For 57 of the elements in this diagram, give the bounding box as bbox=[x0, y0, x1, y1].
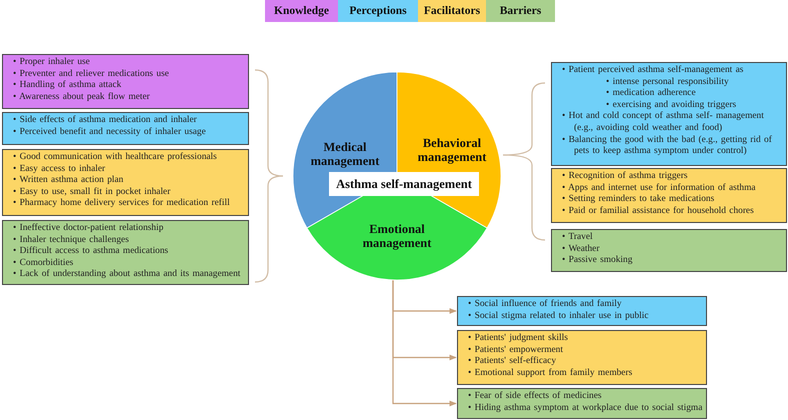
list-item: • Social stigma related to inhaler use in public bbox=[468, 310, 650, 322]
legend-label: Knowledge bbox=[274, 5, 329, 17]
list-item: • Patient perceived asthma self-management as bbox=[562, 65, 744, 77]
list-item: • Ineffective doctor-patient relationship bbox=[13, 223, 164, 235]
list-item: • Proper inhaler use bbox=[13, 57, 91, 69]
category-box bbox=[457, 296, 707, 326]
category-box bbox=[551, 168, 787, 223]
legend-label: Facilitators bbox=[424, 5, 480, 17]
list-item: • Patients' self-efficacy bbox=[468, 356, 558, 368]
list-item: • Lack of understanding about asthma and its management bbox=[13, 269, 242, 281]
list-item: • Weather bbox=[562, 244, 600, 256]
list-item: • Passive smoking bbox=[562, 255, 634, 267]
list-item: • Patients' judgment skills bbox=[468, 333, 569, 345]
list-item: • Awareness about peak flow meter bbox=[13, 92, 151, 104]
list-item: • Patients' empowerment bbox=[468, 344, 564, 356]
slice-label: Behavioral management bbox=[416, 136, 488, 164]
category-box bbox=[551, 229, 787, 272]
list-item: • medication adherence bbox=[606, 88, 697, 100]
node-label: Asthma self-management bbox=[336, 176, 472, 192]
list-item: • Pharmacy home delivery services for medication refill bbox=[13, 198, 231, 210]
list-item: • Handling of asthma attack bbox=[13, 80, 122, 92]
list-item: • Fear of side effects of medicines bbox=[468, 391, 603, 403]
category-box bbox=[2, 54, 249, 109]
category-box bbox=[2, 149, 249, 216]
slice-label: Emotional management bbox=[362, 222, 432, 250]
category-box bbox=[2, 112, 249, 145]
list-item: • Easy to use, small fit in pocket inhaler bbox=[13, 186, 172, 198]
list-item: • Perceived benefit and necessity of inhaler usage bbox=[13, 126, 207, 138]
list-item: • Side effects of asthma medication and inhaler bbox=[13, 115, 198, 127]
list-item: • Apps and internet use for information of asthma bbox=[562, 182, 757, 194]
list-item: • Emotional support from family members bbox=[468, 368, 634, 380]
category-box bbox=[2, 220, 249, 285]
list-item: • Setting reminders to take medications bbox=[562, 194, 716, 206]
list-item: • Balancing the good with the bad (e.g., getting rid of pets to keep asthma symptom under control) bbox=[562, 134, 773, 158]
category-box bbox=[551, 62, 787, 166]
center-box bbox=[329, 172, 479, 196]
category-box bbox=[457, 388, 707, 419]
list-item: • Recognition of asthma triggers bbox=[562, 171, 688, 183]
list-item: • Social influence of friends and family bbox=[468, 299, 623, 311]
list-item: • Travel bbox=[562, 232, 594, 244]
list-item: • Hiding asthma symptom at workplace due to social stigma bbox=[468, 402, 703, 414]
list-item: • Preventer and reliever medications use bbox=[13, 68, 170, 80]
slice-label: Medical management bbox=[310, 140, 380, 168]
list-item: • Good communication with healthcare professionals bbox=[13, 152, 218, 164]
arrow bbox=[392, 280, 457, 406]
list-item: • Hot and cold concept of asthma self- management (e.g., avoiding cold weather and food) bbox=[562, 111, 765, 135]
legend-label: Perceptions bbox=[349, 5, 407, 17]
list-item: • Difficult access to asthma medications bbox=[13, 246, 170, 258]
list-item: • intense personal responsibility bbox=[606, 76, 730, 88]
list-item: • Paid or familial assistance for household chores bbox=[562, 206, 755, 218]
list-item: • Easy access to inhaler bbox=[13, 164, 106, 176]
list-item: • exercising and avoiding triggers bbox=[606, 100, 738, 111]
legend-label: Barriers bbox=[500, 5, 542, 17]
list-item: • Inhaler technique challenges bbox=[13, 234, 130, 246]
category-box bbox=[457, 330, 707, 385]
list-item: • Comorbidities bbox=[13, 258, 74, 269]
list-item: • Written asthma action plan bbox=[13, 175, 124, 187]
